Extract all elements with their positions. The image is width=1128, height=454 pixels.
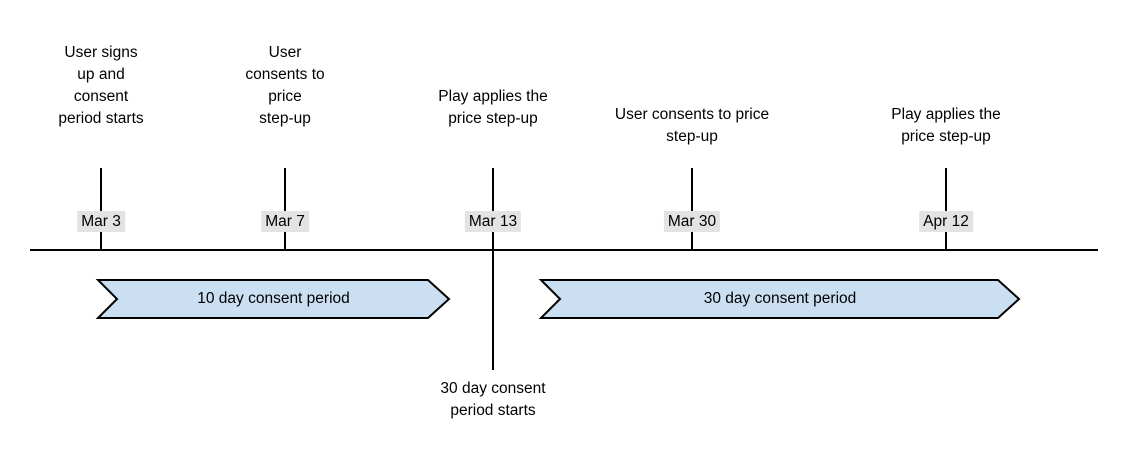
chevron-shape-icon: [95, 279, 451, 319]
event-caption-mar-13: Play applies the price step-up: [438, 88, 548, 127]
chevron-shape-icon: [538, 279, 1021, 319]
event-caption-apr-12: Play applies the price step-up: [891, 106, 1001, 145]
event-tick-lower-mar-3: [100, 232, 102, 250]
date-chip-mar-30: Mar 30: [663, 211, 721, 232]
event-tick-lower-mar-30: [691, 232, 693, 250]
consent-period-banner-10-day: 10 day consent period: [95, 279, 451, 319]
timeline-axis: [30, 249, 1098, 251]
event-tick-upper-mar-30: [691, 168, 693, 211]
consent-period-banner-30-day: 30 day consent period: [538, 279, 1021, 319]
below-axis-caption-30-day-start: 30 day consent period starts: [440, 380, 546, 419]
event-tick-upper-apr-12: [945, 168, 947, 211]
date-chip-mar-7: Mar 7: [261, 211, 309, 232]
date-chip-mar-13: Mar 13: [464, 211, 522, 232]
event-tick-lower-apr-12: [945, 232, 947, 250]
event-tick-upper-mar-3: [100, 168, 102, 211]
date-chip-apr-12: Apr 12: [919, 211, 973, 232]
event-caption-mar-3: User signs up and consent period starts: [58, 44, 144, 127]
event-tick-upper-mar-13: [492, 168, 494, 211]
event-tick-lower-mar-7: [284, 232, 286, 250]
event-tick-upper-mar-7: [284, 168, 286, 211]
event-caption-mar-30: User consents to price step-up: [614, 106, 770, 145]
event-tick-lower-mar-13: [492, 232, 494, 250]
below-axis-tick-30-day-start: [492, 250, 494, 370]
date-chip-mar-3: Mar 3: [77, 211, 125, 232]
event-caption-mar-7: User consents to price step-up: [245, 44, 325, 127]
